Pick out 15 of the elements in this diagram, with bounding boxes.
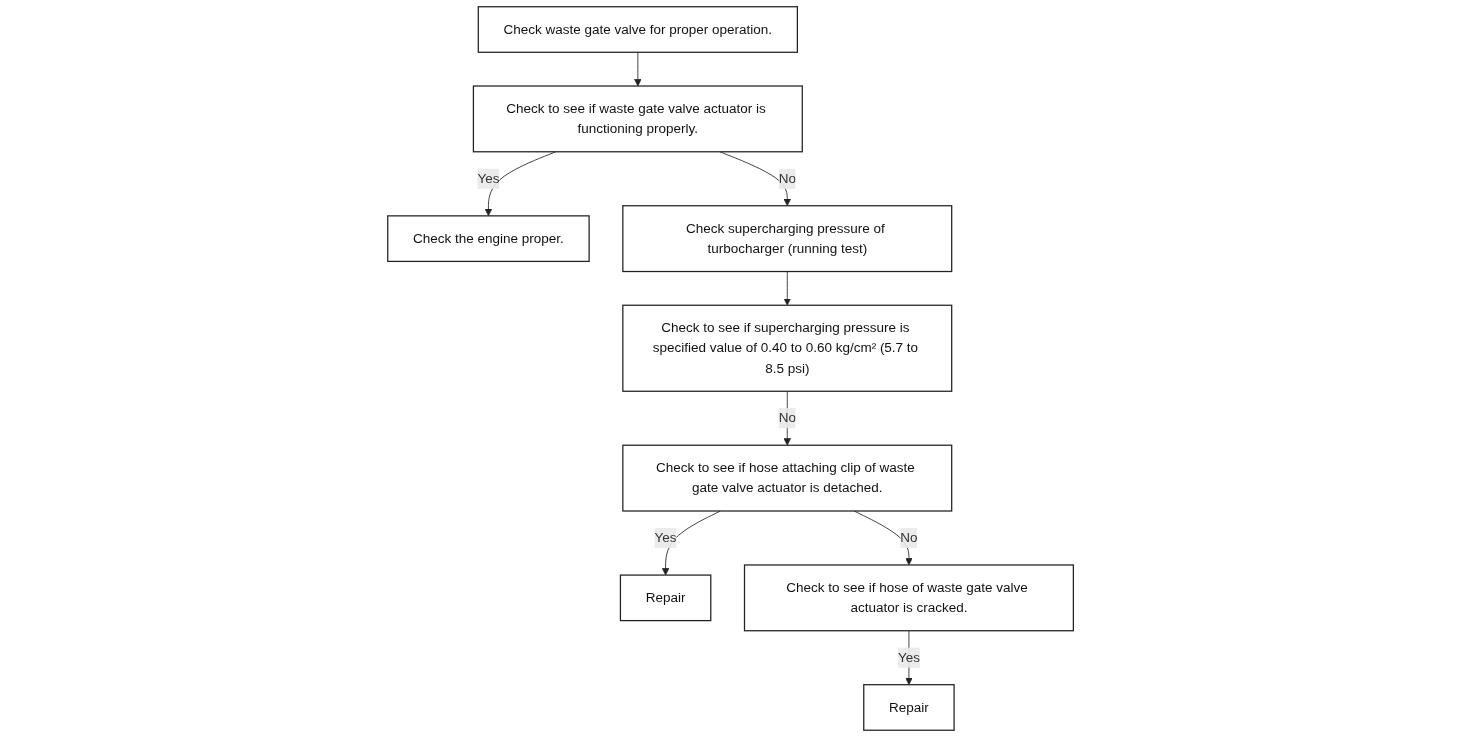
node-box: Check to see if hose of waste gate valve actuator is cracked.: [743, 564, 1074, 632]
node-box: Check supercharging pressure of turbocharger (running test): [622, 205, 953, 273]
node-box: Repair: [619, 574, 712, 622]
edge-label: No: [900, 530, 918, 545]
node-box: Check to see if supercharging pressure is specified value of 0.40 to 0.60 kg/cm² (5.7 to 8.5 psi): [622, 304, 953, 392]
node-box: Check to see if waste gate valve actuator is functioning properly.: [472, 85, 803, 153]
edge-label: No: [778, 410, 796, 425]
edge-label: Yes: [897, 650, 920, 665]
edge-label: Yes: [477, 171, 500, 186]
edge-label: No: [778, 171, 796, 186]
node-box: Check to see if hose attaching clip of waste gate valve actuator is detached.: [622, 444, 953, 512]
node-box: Check waste gate valve for proper operation.: [477, 6, 798, 53]
edge-label: Yes: [654, 530, 677, 545]
node-box: Check the engine proper.: [387, 215, 590, 263]
node-box: Repair: [863, 684, 955, 731]
